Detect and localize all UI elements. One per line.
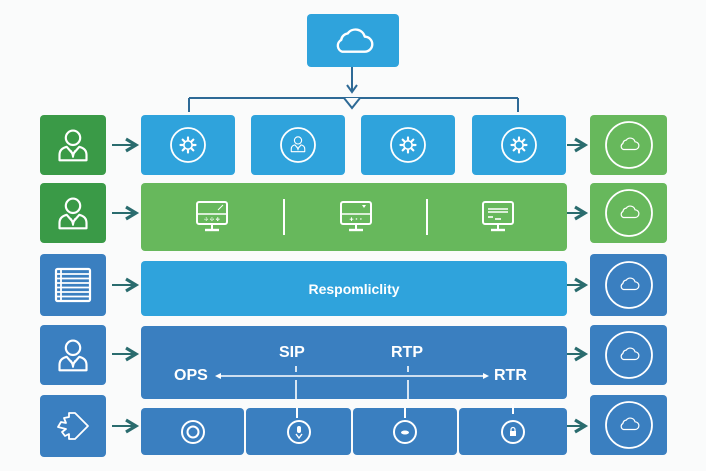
cloud-icon (604, 121, 653, 169)
row5-bar (141, 404, 567, 455)
top-cloud-node[interactable] (307, 14, 399, 67)
monitor-tools-icon: ✢ ✣ ✤ (194, 199, 230, 235)
monitor-document-icon (480, 199, 516, 235)
segment-divider (426, 199, 428, 235)
cloud-icon (604, 189, 653, 237)
row2-bar[interactable]: ✢ ✣ ✤ ✚ ‣ ‣ (141, 183, 567, 251)
target-segment[interactable] (141, 408, 244, 455)
monitor-document-segment[interactable] (428, 183, 567, 251)
row2-right-cloud-node[interactable] (590, 183, 667, 243)
row1-node-1[interactable] (141, 115, 235, 175)
row5-left-puzzle-node[interactable] (40, 395, 106, 457)
row1-node-2[interactable] (251, 115, 345, 175)
protocol-bar[interactable]: OPS SIP RTP RTR (141, 326, 567, 399)
row2-left-user-node[interactable] (40, 183, 106, 243)
rtr-label: RTR (494, 367, 527, 384)
eye-segment[interactable] (353, 408, 457, 455)
gear-icon (170, 127, 206, 163)
cloud-icon (604, 401, 653, 449)
target-icon (180, 419, 205, 444)
row4-right-cloud-node[interactable] (590, 325, 667, 385)
gear-icon (501, 127, 537, 163)
row1-node-3[interactable] (361, 115, 455, 175)
row3-left-list-node[interactable] (40, 254, 106, 316)
lock-segment[interactable] (459, 404, 567, 455)
sip-label: SIP (279, 344, 305, 361)
eye-icon (393, 419, 417, 444)
responsibility-bar[interactable]: Respomliclity (141, 261, 567, 316)
cloud-icon (604, 331, 653, 379)
row1-right-cloud-node[interactable] (590, 115, 667, 175)
svg-text:✢ ✣ ✤: ✢ ✣ ✤ (204, 217, 220, 223)
microphone-icon (286, 419, 311, 444)
ops-label: OPS (174, 367, 208, 384)
row4-left-user-node[interactable] (40, 325, 106, 385)
monitor-controls-icon: ✚ ‣ ‣ (338, 199, 374, 235)
puzzle-arrow-icon (57, 412, 89, 440)
rtp-label: RTP (391, 344, 423, 361)
microphone-segment[interactable] (246, 408, 351, 455)
monitor-tools-segment[interactable]: ✢ ✣ ✤ (141, 183, 283, 251)
row1-node-4[interactable] (472, 115, 566, 175)
list-icon (54, 267, 92, 303)
cloud-icon (604, 261, 653, 309)
lock-icon (501, 419, 525, 444)
row5-right-cloud-node[interactable] (590, 395, 667, 455)
user-icon (55, 195, 91, 231)
segment-divider (283, 199, 285, 235)
top-connector (188, 67, 519, 112)
segment-connector (512, 404, 514, 414)
user-icon (280, 127, 316, 163)
user-icon (55, 127, 91, 163)
responsibility-label: Respomliclity (308, 281, 400, 297)
svg-text:✚ ‣ ‣: ✚ ‣ ‣ (349, 217, 362, 223)
row1-left-user-node[interactable] (40, 115, 106, 175)
protocol-timeline (215, 366, 489, 399)
row3-right-cloud-node[interactable] (590, 254, 667, 316)
user-icon (55, 337, 91, 373)
segment-connector (404, 408, 406, 418)
segment-connector (296, 408, 298, 418)
monitor-controls-segment[interactable]: ✚ ‣ ‣ (285, 183, 426, 251)
gear-icon (390, 127, 426, 163)
